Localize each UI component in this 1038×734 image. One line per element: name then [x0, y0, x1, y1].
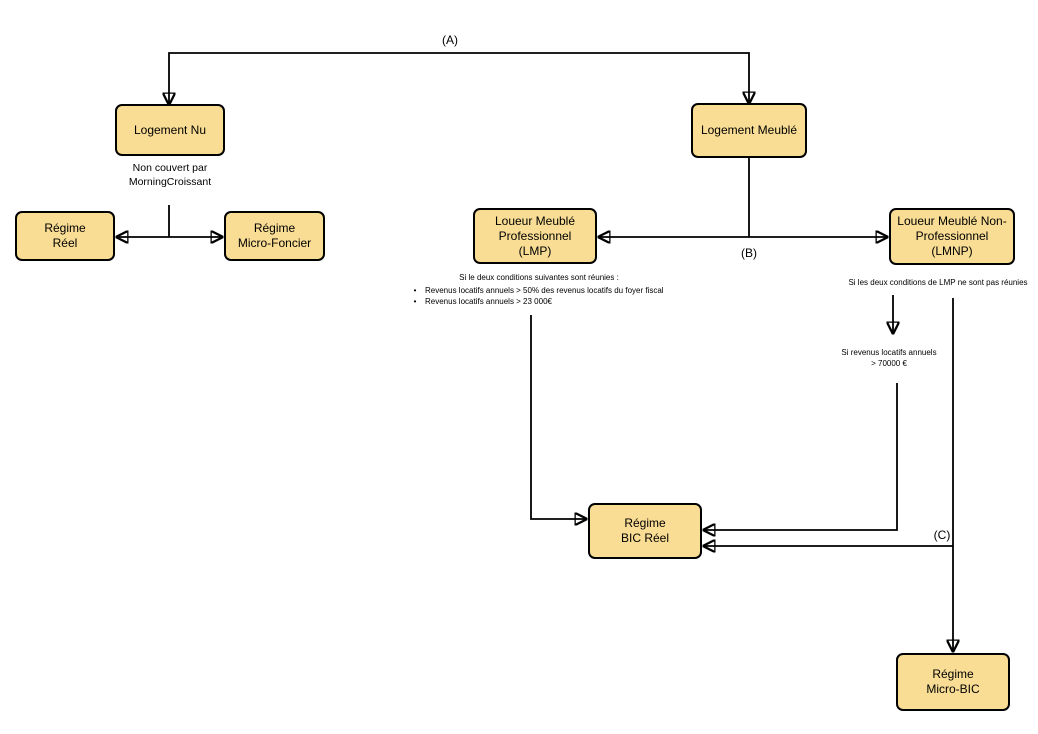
edge-label-c: (C) — [933, 528, 951, 542]
lmp-condition-text: Revenus locatifs annuels > 50% des reven… — [425, 285, 664, 295]
lmnp-condition: Si les deux conditions de LMP ne sont pa… — [848, 278, 1028, 287]
node-bic-reel: Régime BIC Réel — [588, 503, 702, 559]
lmp-condition-text: Revenus locatifs annuels > 23 000€ — [425, 297, 552, 306]
node-logement-nu: Logement Nu — [115, 104, 225, 156]
edge-70k-bic — [704, 383, 898, 530]
node-regime-reel-label: Régime Réel — [44, 221, 86, 250]
bullet-icon: • — [413, 297, 417, 306]
node-logement-meuble-label: Logement Meublé — [700, 123, 798, 137]
lmp-condition-item: • Revenus locatifs annuels > 50% des rev… — [403, 286, 675, 297]
edge-label-b: (B) — [741, 246, 757, 260]
edge-lmp-bic — [530, 315, 586, 519]
edge-label-a: (A) — [442, 33, 458, 47]
node-logement-meuble: Logement Meublé — [691, 103, 807, 158]
node-micro-bic-label: Régime Micro-BIC — [926, 667, 980, 696]
bullet-icon: • — [413, 285, 417, 295]
node-micro-bic: Régime Micro-BIC — [896, 653, 1010, 711]
node-regime-micro-foncier: Régime Micro-Foncier — [224, 211, 325, 261]
node-regime-micro-foncier-label: Régime Micro-Foncier — [237, 221, 312, 250]
micro-bic-condition: Si revenus locatifs annuels > 70000 € — [841, 348, 937, 368]
lmp-conditions: Si le deux conditions suivantes sont réu… — [403, 273, 675, 308]
note-non-couvert: Non couvert par MorningCroissant — [128, 162, 212, 189]
lmp-conditions-header: Si le deux conditions suivantes sont réu… — [459, 273, 619, 282]
node-lmp-label: Loueur Meublé Professionnel (LMP) — [494, 213, 576, 258]
edge-a — [169, 52, 749, 104]
node-bic-reel-label: Régime BIC Réel — [620, 516, 670, 545]
node-regime-reel: Régime Réel — [15, 211, 115, 261]
node-lmnp-label: Loueur Meublé Non- Professionnel (LMNP) — [897, 214, 1007, 258]
lmp-condition-item: • Revenus locatifs annuels > 23 000€ — [403, 297, 675, 308]
node-lmp: Loueur Meublé Professionnel (LMP) — [473, 208, 597, 264]
node-lmnp: Loueur Meublé Non- Professionnel (LMNP) — [889, 208, 1015, 265]
node-logement-nu-label: Logement Nu — [133, 122, 207, 137]
